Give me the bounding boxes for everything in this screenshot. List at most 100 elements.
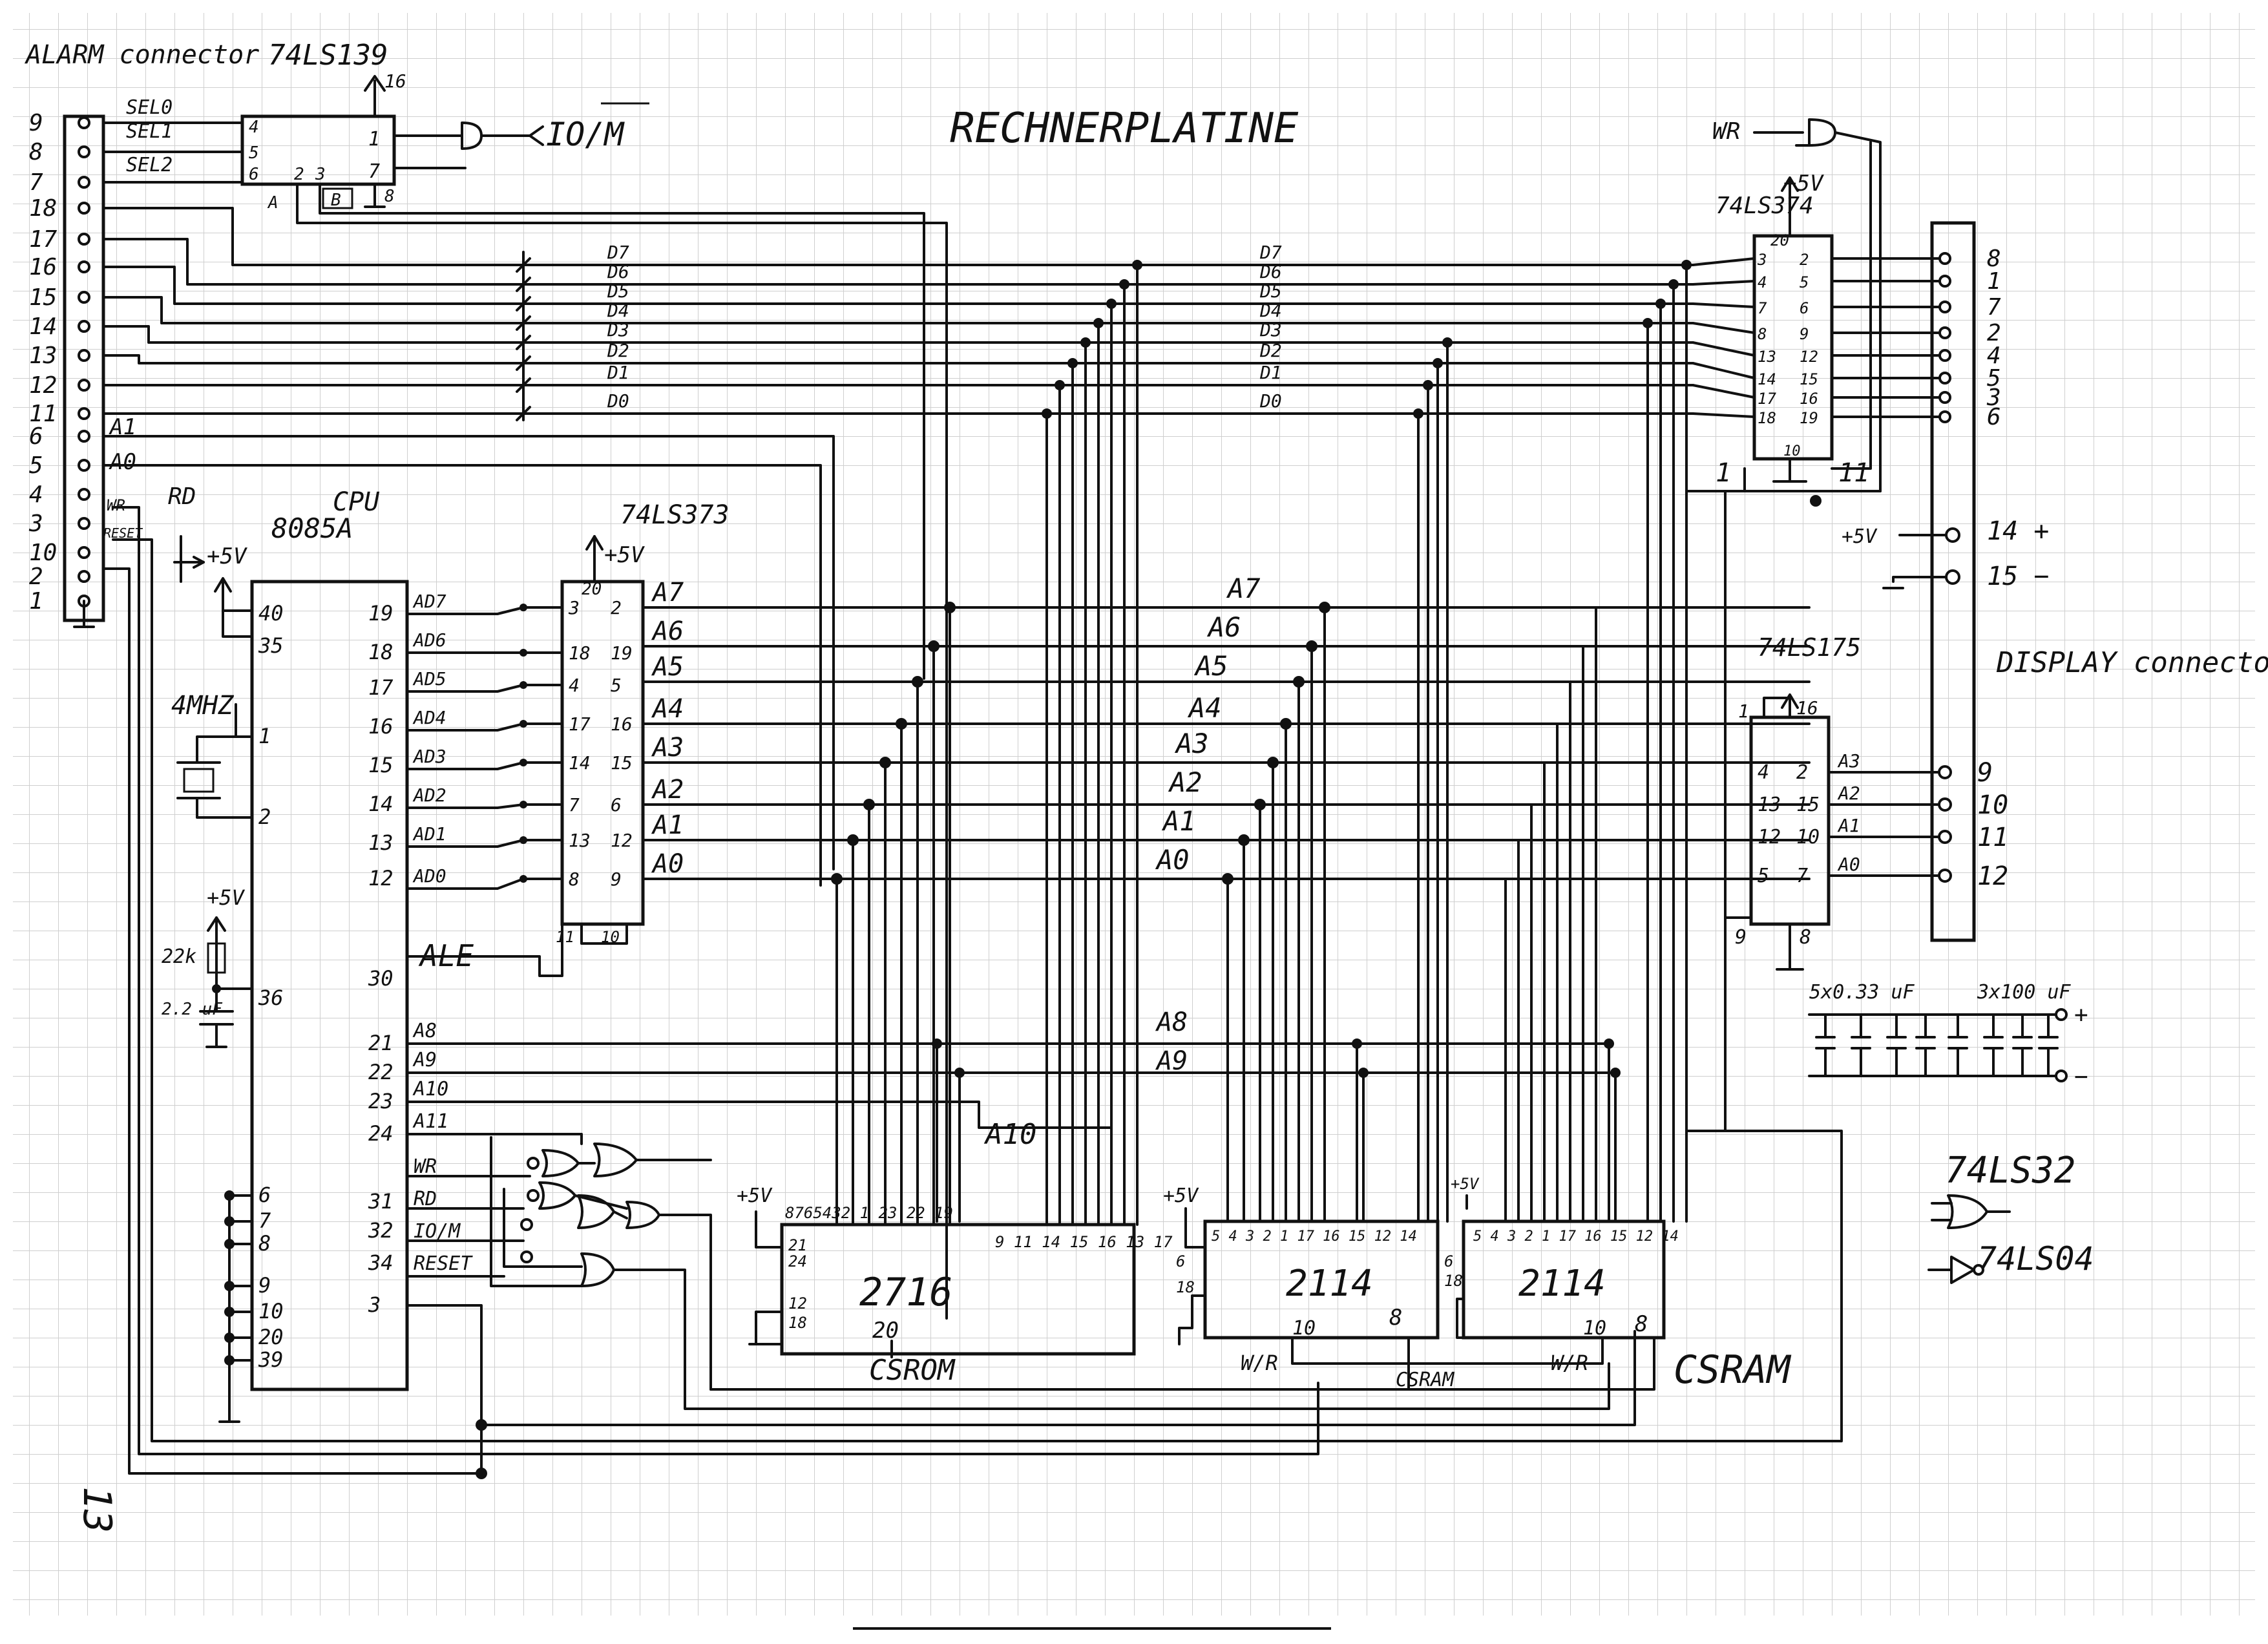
- cpu-part: 8085A: [271, 512, 353, 544]
- disp-supply: +5V: [1842, 525, 1878, 548]
- alatch-out-2: 2: [1796, 761, 1808, 784]
- svg-text:5: 5: [249, 143, 259, 163]
- alarm-pin-ring: [78, 291, 90, 304]
- latch-in-14: 14: [569, 752, 591, 774]
- svg-text:20: 20: [582, 580, 602, 599]
- svg-text:10: 10: [601, 928, 620, 946]
- disp-pin-8: 8: [1987, 246, 2001, 272]
- dlatch-out-9: 9: [1800, 325, 1809, 343]
- svg-text:1: 1: [368, 128, 380, 151]
- sel2-label: SEL2: [126, 154, 173, 176]
- dlatch-out-6: 6: [1800, 299, 1809, 317]
- svg-text:18: 18: [788, 1314, 807, 1332]
- cpu-pin-9: 9: [258, 1273, 271, 1298]
- addr-label-left-A4: A4: [651, 694, 684, 724]
- cpu-pin-36: 36: [258, 985, 284, 1010]
- svg-text:4: 4: [249, 118, 259, 137]
- cpu-pin-17: 17: [368, 675, 394, 700]
- decoder-vcc-pin: 16: [384, 70, 406, 92]
- cpu-pin-18: 18: [368, 640, 394, 664]
- disp-pin-ring: [1938, 326, 1951, 339]
- svg-text:24: 24: [788, 1252, 807, 1270]
- addr-label-right-A0: A0: [1155, 844, 1190, 876]
- gate-legend: 74LS32 74LS04: [1927, 1150, 2094, 1284]
- cpu-pin-31: 31: [368, 1189, 394, 1214]
- disp-pin-ring: [1938, 830, 1952, 844]
- svg-text:10: 10: [1783, 443, 1801, 459]
- svg-text:5 4 3 2 1 17 16 15 12 14: 5 4 3 2 1 17 16 15 12 14: [1473, 1228, 1679, 1245]
- alarm-pin-ring: [78, 430, 90, 443]
- dlatch-in-wire: [1692, 412, 1756, 418]
- data-label-right-D6: D6: [1259, 261, 1282, 282]
- alarm-pin-ring: [78, 202, 90, 215]
- graph-paper-grid: [13, 13, 2255, 1616]
- svg-text:6: 6: [1444, 1252, 1453, 1270]
- addr-label-right-A1: A1: [1161, 805, 1196, 837]
- disp-pin-5: 5: [1987, 365, 2001, 392]
- dlatch-in-wire: [1692, 384, 1756, 399]
- ram1-supply: +5V: [1163, 1185, 1199, 1207]
- svg-text:20: 20: [1770, 231, 1789, 249]
- latch-out-5: 5: [611, 675, 622, 696]
- addr-label-right-A3: A3: [1174, 728, 1209, 759]
- alatch-in-5: 5: [1758, 865, 1769, 887]
- ram1-label: 2114: [1286, 1263, 1373, 1305]
- rom-label: 2716: [859, 1270, 953, 1315]
- svg-text:+: +: [2074, 1002, 2088, 1028]
- dlatch-label: 74LS374: [1716, 193, 1814, 219]
- page-number: 13: [74, 1486, 120, 1533]
- junction: [520, 759, 527, 766]
- alarm-pin-ring: [78, 379, 90, 392]
- disp-pin-11: 11: [1977, 823, 2008, 852]
- caps-small: 5x0.33 uF: [1809, 981, 1915, 1004]
- ad-wire: [406, 839, 563, 848]
- dlatch-out-5: 5: [1800, 273, 1809, 291]
- cpu-pin-1: 1: [258, 724, 271, 748]
- ad-wire: [406, 684, 563, 693]
- latch-in-4: 4: [569, 675, 580, 696]
- alarm-pin-ring: [78, 488, 90, 501]
- alarm-pin-ring: [78, 459, 90, 472]
- addr-label-right-A5: A5: [1193, 650, 1228, 682]
- alarm-pin-15: 15: [29, 284, 57, 311]
- svg-text:12: 12: [788, 1294, 807, 1312]
- disp-pin-ring: [1938, 391, 1951, 404]
- alarm-pin-3: 3: [28, 511, 43, 537]
- a8-label-bus: A8: [1155, 1007, 1188, 1037]
- alarm-pin-13: 13: [29, 342, 57, 369]
- bus-slash: [516, 406, 531, 421]
- latch-in-7: 7: [569, 794, 580, 816]
- latch-74ls374: 74LS374 +5V 20 347813141718256912151619 …: [1692, 141, 1940, 1132]
- addr-label-right-A6: A6: [1206, 611, 1241, 643]
- cpu-pin-6: 6: [258, 1183, 271, 1207]
- disp-pin-ring: [1938, 869, 1952, 883]
- cpu-pin-21: 21: [368, 1031, 394, 1055]
- svg-text:9 11 14 15 16 13 17: 9 11 14 15 16 13 17: [995, 1233, 1173, 1251]
- svg-text:9: 9: [1735, 926, 1747, 949]
- bus-slash: [516, 277, 531, 292]
- alatch-out-15: 15: [1796, 794, 1820, 816]
- cpu-pin-13: 13: [368, 830, 394, 855]
- dlatch-in-18: 18: [1758, 409, 1776, 427]
- disp-pin-7: 7: [1987, 294, 2001, 321]
- io-m-label: IO/M: [546, 116, 625, 153]
- alarm-pin-14: 14: [29, 313, 57, 340]
- alarm-pin-ring: [78, 517, 90, 530]
- alarm-pin-ring: [78, 145, 90, 158]
- cpu-pin-23: 23: [368, 1089, 394, 1113]
- alarm-pin-ring: [78, 233, 90, 246]
- data-label-right-D0: D0: [1259, 390, 1282, 412]
- alarm-pin-ring: [78, 546, 90, 559]
- latch-out-6: 6: [611, 794, 622, 816]
- cpu-pin-12: 12: [368, 866, 394, 890]
- rom-supply: +5V: [737, 1185, 773, 1207]
- alarm-pin-2: 2: [29, 564, 43, 590]
- decode-gates: [406, 1133, 712, 1391]
- svg-text:3: 3: [315, 165, 326, 184]
- cpu-pin-3: 3: [368, 1292, 381, 1317]
- cpu-pin-24: 24: [368, 1121, 394, 1146]
- cpu-pin-16: 16: [368, 714, 394, 739]
- alarm-pin-ring: [78, 407, 90, 420]
- latch-74ls175: 74LS175 1 16 413125215107A3A2A1A09101112…: [1724, 633, 2008, 971]
- addr-label-left-A7: A7: [651, 578, 684, 607]
